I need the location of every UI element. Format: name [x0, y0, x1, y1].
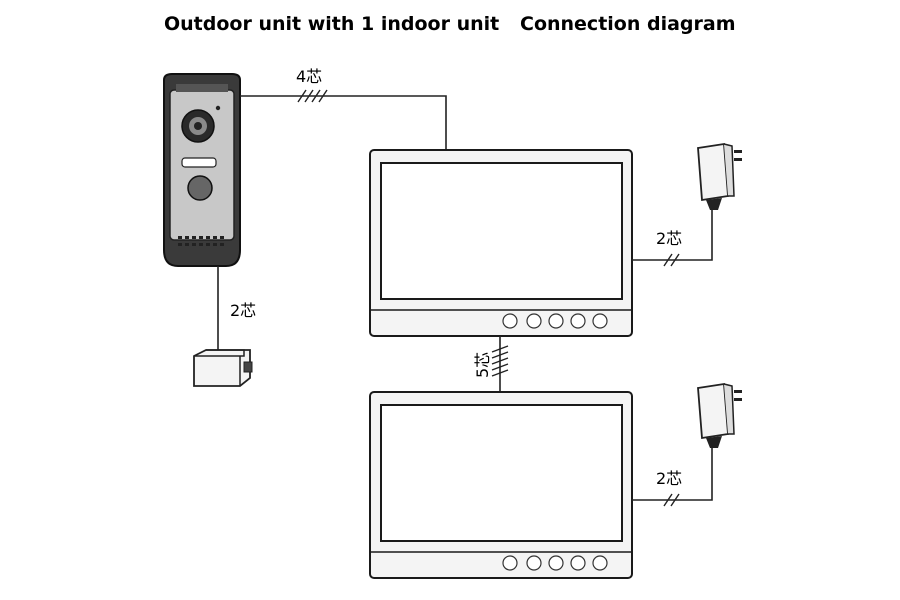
label-5-core: 5芯 — [473, 352, 492, 378]
indoor-monitor-2 — [369, 391, 633, 579]
title-left: Outdoor unit with 1 indoor unit — [164, 13, 499, 35]
power-adapter-1 — [697, 142, 742, 210]
label-2-core-lock: 2芯 — [230, 301, 256, 320]
electric-lock-icon — [193, 349, 253, 387]
label-4-core: 4芯 — [296, 67, 322, 86]
label-2-core-power-1: 2芯 — [656, 229, 682, 248]
wire-monitor2-power: 2芯 — [632, 448, 713, 507]
wire-outdoor-to-monitor: 4芯 — [240, 67, 447, 150]
power-adapter-icon — [697, 382, 742, 448]
outdoor-unit — [163, 73, 241, 267]
label-2-core-power-2: 2芯 — [656, 469, 682, 488]
indoor-monitor-icon — [369, 391, 633, 579]
indoor-monitor-1 — [369, 149, 633, 337]
power-adapter-icon — [697, 142, 742, 210]
title-right: Connection diagram — [520, 13, 736, 35]
doorbell-camera-icon — [163, 73, 241, 267]
wire-monitor1-power: 2芯 — [632, 210, 713, 267]
indoor-monitor-icon — [369, 149, 633, 337]
power-adapter-2 — [697, 382, 742, 448]
wire-outdoor-to-lock: 2芯 — [217, 266, 256, 352]
wire-monitor-to-monitor: 5芯 — [473, 336, 509, 392]
